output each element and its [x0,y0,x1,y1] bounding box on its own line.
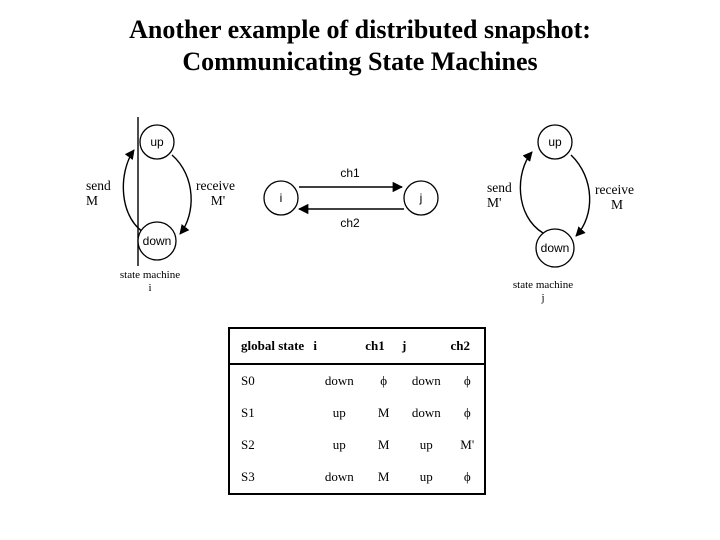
state-node-down-i-label: down [143,234,172,248]
cell-ch2: ϕ [463,469,471,484]
edge-label-send-j-line2: M' [487,195,501,210]
cell-j: up [419,469,433,484]
channel-diagram: ch1 ch2 i j [263,166,439,230]
column-header-j: j [402,328,451,365]
state-node-down-j[interactable] [535,228,575,268]
cell-global-state: S1 [241,405,255,420]
caption-machine-i-line2: i [148,282,151,294]
channel-node-j-label: j [419,191,423,205]
caption-machine-j-line2: j [540,292,544,304]
cell-j: up [419,437,433,452]
column-header-ch1: ch1 [365,328,403,365]
edge-label-receive-i-line1: receive [196,178,235,193]
caption-machine-i-line1: state machine [120,269,180,281]
state-node-up-j[interactable] [537,124,573,160]
state-node-down-j-label: down [541,241,570,255]
cell-ch1: M [377,437,390,452]
cell-ch2: M' [460,437,475,452]
cell-ch1: ϕ [380,373,388,388]
cell-i: down [324,373,354,388]
transition-arc-down-to-up-j [519,151,544,234]
global-state-table: global state i ch1 j ch2 S0 down ϕ down … [228,327,486,495]
table-header: global state i ch1 j ch2 [229,328,485,365]
state-node-up-i[interactable] [139,124,175,160]
edge-label-send-i-line2: M [86,193,98,208]
page-title: Another example of distributed snapshot:… [0,14,720,78]
cell-ch2: ϕ [463,405,471,420]
state-machine-j: up down send M' receive M state machine … [487,124,634,304]
channel-node-i-label: i [280,191,283,205]
cell-global-state: S2 [241,437,255,452]
state-machine-i: up down send M receive M' state machine … [86,117,235,294]
edge-label-receive-i-line2: M' [211,193,225,208]
edge-label-send-i-line1: send [86,178,111,193]
page-title-line-2: Communicating State Machines [182,47,538,76]
table-row: S3 down M up ϕ [229,461,485,494]
column-header-i: i [313,328,366,365]
table-header-row: global state i ch1 j ch2 [229,328,485,365]
cell-global-state: S0 [241,373,255,388]
state-node-up-i-label: up [150,135,164,149]
page-title-line-1: Another example of distributed snapshot: [129,15,591,44]
table-body: S0 down ϕ down ϕ S1 up M down ϕ S2 up M … [229,364,485,494]
transition-arc-down-to-up-i [122,149,149,236]
cell-j: down [411,405,441,420]
table-row: S0 down ϕ down ϕ [229,364,485,397]
channel-label-ch2: ch2 [340,216,360,230]
table-row: S1 up M down ϕ [229,397,485,429]
column-header-ch2: ch2 [450,328,485,365]
channel-node-j[interactable] [403,180,439,216]
state-node-up-j-label: up [548,135,562,149]
cell-i: up [332,405,346,420]
cell-i: up [332,437,346,452]
table-row: S2 up M up M' [229,429,485,461]
channel-node-i[interactable] [263,180,299,216]
cell-global-state: S3 [241,469,255,484]
global-state-table-container: global state i ch1 j ch2 S0 down ϕ down … [228,327,486,495]
channel-label-ch1: ch1 [340,166,360,180]
cell-ch1: M [377,469,390,484]
cell-j: down [411,373,441,388]
column-header-global-state: global state [229,328,314,365]
edge-label-receive-j-line2: M [611,197,623,212]
edge-label-receive-j-line1: receive [595,182,634,197]
transition-arc-up-to-down-j [570,154,591,237]
edge-label-send-j-line1: send [487,180,512,195]
cell-i: down [324,469,354,484]
transition-arc-up-to-down-i [171,154,192,235]
cell-ch1: M [377,405,390,420]
caption-machine-j-line1: state machine [513,279,573,291]
state-node-down-i[interactable] [137,221,177,261]
cell-ch2: ϕ [463,373,471,388]
